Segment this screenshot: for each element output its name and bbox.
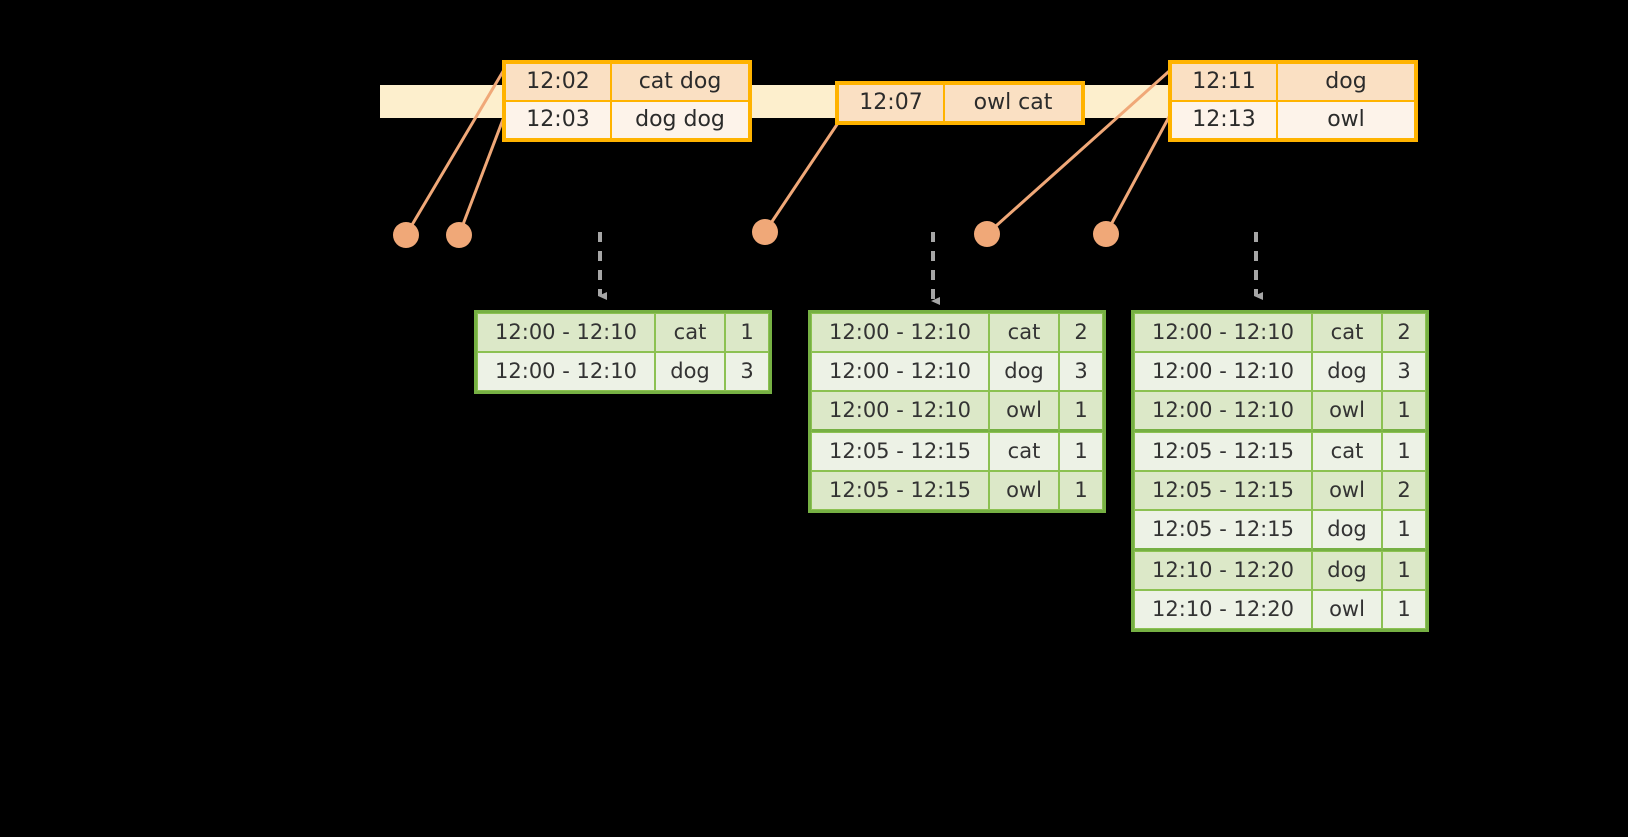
result-count: 1 xyxy=(1382,432,1426,471)
result-window: 12:00 - 12:10 xyxy=(477,313,655,352)
result-window: 12:10 - 12:20 xyxy=(1134,590,1312,629)
result-count: 1 xyxy=(725,313,769,352)
result-count: 1 xyxy=(1382,510,1426,551)
result-word: cat xyxy=(1312,432,1382,471)
result-count: 1 xyxy=(1382,391,1426,432)
result-word: dog xyxy=(989,352,1059,391)
result-word: owl xyxy=(1312,590,1382,629)
stream-dots xyxy=(393,219,1119,248)
result-word: dog xyxy=(1312,352,1382,391)
result-window: 12:05 - 12:15 xyxy=(811,471,989,510)
result-count: 1 xyxy=(1059,391,1103,432)
result-count: 1 xyxy=(1382,590,1426,629)
event-timestamp: 12:03 xyxy=(505,101,611,139)
result-word: cat xyxy=(989,313,1059,352)
flow-arrows xyxy=(598,232,1263,305)
result-count: 2 xyxy=(1382,313,1426,352)
result-word: owl xyxy=(989,471,1059,510)
result-window: 12:00 - 12:10 xyxy=(811,313,989,352)
result-word: dog xyxy=(1312,510,1382,551)
connector-5 xyxy=(1104,103,1178,235)
result-window: 12:05 - 12:15 xyxy=(1134,471,1312,510)
stream-dot-5 xyxy=(1093,221,1119,247)
result-window: 12:00 - 12:10 xyxy=(1134,313,1312,352)
event-timestamp: 12:11 xyxy=(1171,63,1277,101)
result-word: cat xyxy=(989,432,1059,471)
connector-1 xyxy=(404,62,510,236)
result-window: 12:10 - 12:20 xyxy=(1134,551,1312,590)
result-window: 12:00 - 12:10 xyxy=(477,352,655,391)
result-word: dog xyxy=(655,352,725,391)
stream-dot-3 xyxy=(752,219,778,245)
event-words: owl cat xyxy=(944,84,1082,122)
result-count: 3 xyxy=(1382,352,1426,391)
result-window: 12:05 - 12:15 xyxy=(811,432,989,471)
result-window: 12:05 - 12:15 xyxy=(1134,510,1312,551)
result-word: owl xyxy=(1312,471,1382,510)
result-window: 12:05 - 12:15 xyxy=(1134,432,1312,471)
result-count: 3 xyxy=(1059,352,1103,391)
stream-dot-4 xyxy=(974,221,1000,247)
event-timestamp: 12:13 xyxy=(1171,101,1277,139)
result-word: owl xyxy=(1312,391,1382,432)
result-count: 1 xyxy=(1382,551,1426,590)
result-count: 2 xyxy=(1382,471,1426,510)
result-window: 12:00 - 12:10 xyxy=(1134,391,1312,432)
result-word: cat xyxy=(1312,313,1382,352)
result-count: 3 xyxy=(725,352,769,391)
result-count: 2 xyxy=(1059,313,1103,352)
result-count: 1 xyxy=(1059,432,1103,471)
event-timestamp: 12:02 xyxy=(505,63,611,101)
stream-dot-1 xyxy=(393,222,419,248)
event-timestamp: 12:07 xyxy=(838,84,944,122)
result-window: 12:00 - 12:10 xyxy=(1134,352,1312,391)
event-words: dog xyxy=(1277,63,1415,101)
result-word: owl xyxy=(989,391,1059,432)
stream-dot-2 xyxy=(446,222,472,248)
event-words: cat dog xyxy=(611,63,749,101)
result-word: dog xyxy=(1312,551,1382,590)
event-words: dog dog xyxy=(611,101,749,139)
result-window: 12:00 - 12:10 xyxy=(811,391,989,432)
result-window: 12:00 - 12:10 xyxy=(811,352,989,391)
result-word: cat xyxy=(655,313,725,352)
result-count: 1 xyxy=(1059,471,1103,510)
event-words: owl xyxy=(1277,101,1415,139)
connector-3 xyxy=(763,119,842,233)
